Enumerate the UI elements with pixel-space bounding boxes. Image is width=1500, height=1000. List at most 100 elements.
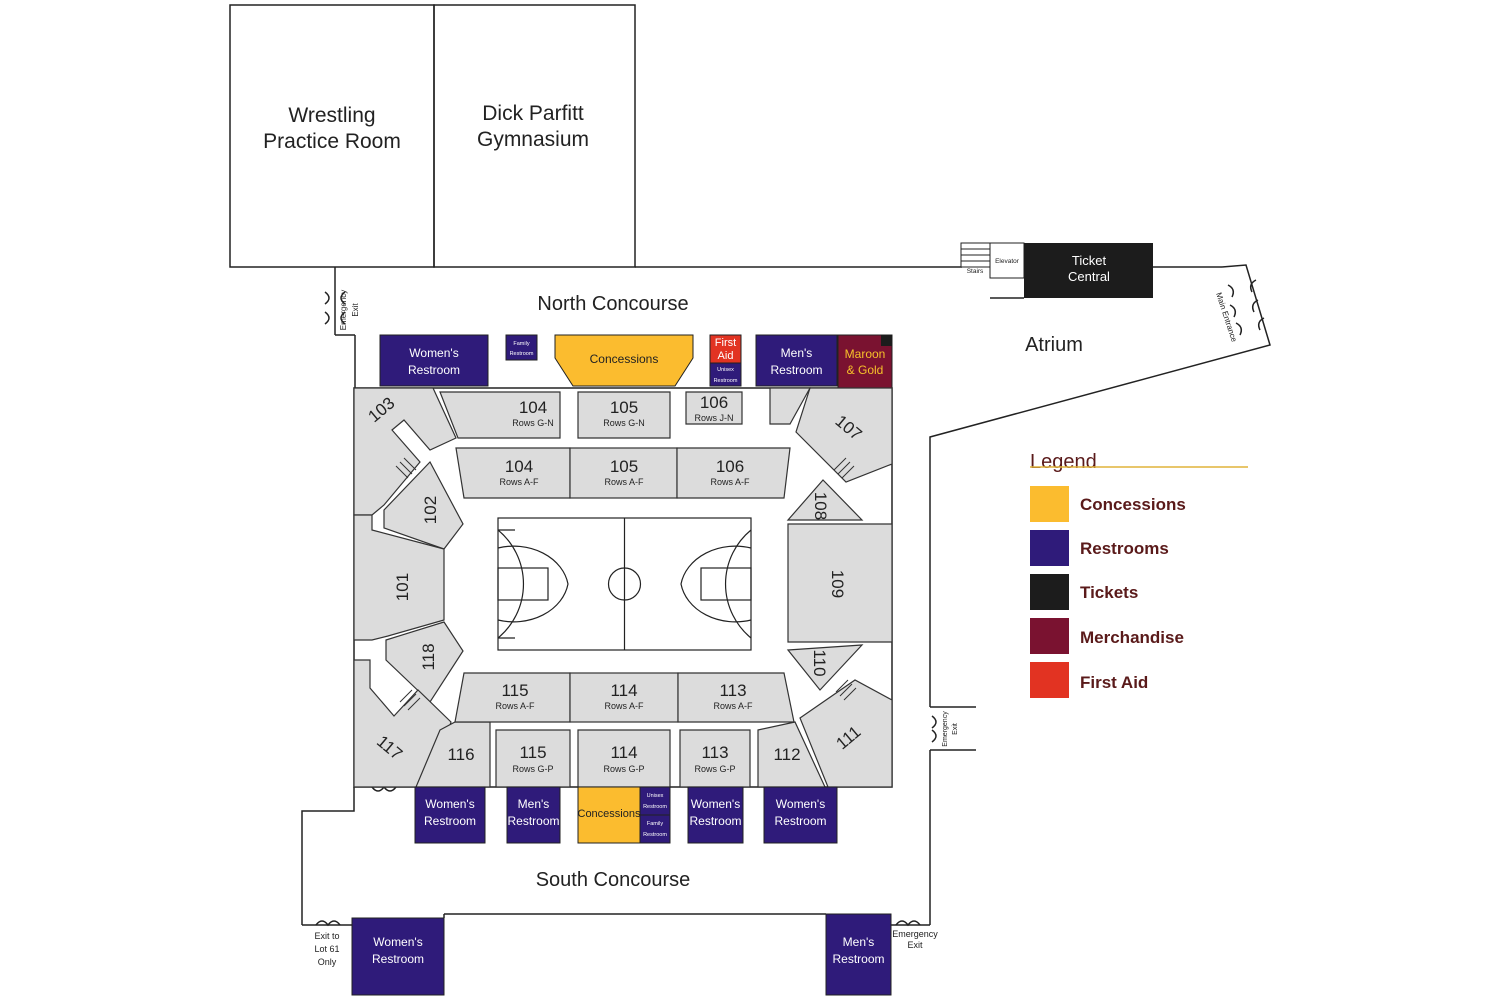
concessions-north [554, 334, 694, 387]
section-118-label: 118 [419, 643, 438, 670]
section-104-upper-label: 104 [519, 398, 547, 417]
section-109[interactable] [787, 523, 893, 643]
section-110[interactable] [786, 644, 864, 691]
mens-restroom-south [506, 786, 561, 844]
first-aid-label-1: First [715, 337, 736, 349]
section-113-lower-rows: Rows A-F [713, 701, 753, 711]
south-west-wall [301, 787, 355, 925]
maroon-gold-label-1: Maroon [845, 347, 886, 361]
section-116-label: 116 [447, 745, 474, 764]
first-aid [709, 334, 742, 364]
family-restroom-south-label-1: Family [647, 821, 663, 827]
section-104-upper[interactable] [439, 391, 561, 439]
main-entrance-door-icon [1227, 279, 1265, 336]
stairs-icon [833, 457, 855, 479]
gymnasium-label-2: Gymnasium [477, 128, 589, 151]
section-102[interactable] [383, 460, 464, 550]
gymnasium-label-1: Dick Parfitt [482, 102, 584, 125]
section-118[interactable] [385, 621, 464, 703]
emergency-exit-east-label-2: Exit [952, 723, 959, 735]
section-106-lower-label: 106 [716, 457, 744, 476]
section-115-upper[interactable] [495, 729, 571, 788]
womens-restroom-south-1-label-2: Restroom [424, 814, 476, 828]
section-114-lower[interactable] [569, 672, 679, 723]
concessions-south [577, 786, 641, 844]
section-101-label: 101 [393, 573, 412, 601]
section-105-upper-label: 105 [610, 398, 638, 417]
unisex-restroom-south-label-1: Unisex [647, 793, 664, 799]
seating-sections [353, 387, 893, 788]
section-115-lower-label: 115 [501, 681, 528, 700]
section-106-upper-rows: Rows J-N [694, 413, 733, 423]
exit-door-icon [315, 920, 341, 927]
section-105-lower-label: 105 [610, 457, 638, 476]
emergency-exit-east-label-1: Emergency [942, 711, 949, 747]
south-concourse-label: South Concourse [536, 869, 691, 891]
exit-door-icon [895, 920, 921, 927]
section-115-upper-label: 115 [519, 743, 546, 762]
section-105-lower-rows: Rows A-F [604, 477, 644, 487]
section-106-lower[interactable] [676, 447, 791, 499]
section-108[interactable] [786, 479, 864, 521]
legend-item-restrooms: Restrooms [1080, 539, 1169, 558]
legend-item-merchandise: Merchandise [1080, 628, 1184, 647]
emergency-exit-door-icon [324, 291, 346, 325]
mens-restroom-southeast-label-1: Men's [843, 935, 875, 949]
womens-restroom-north [379, 334, 489, 387]
stairs-label: Stairs [967, 268, 984, 275]
section-114-upper-label: 114 [610, 743, 637, 762]
legend-swatch-restrooms [1030, 530, 1069, 566]
emergency-exit-south-label-1: Emergency [892, 929, 938, 939]
section-105-lower[interactable] [569, 447, 678, 499]
wrestling-room-label-2: Practice Room [263, 130, 401, 153]
unisex-restroom-north-label-1: Unisex [717, 367, 734, 373]
section-116[interactable] [415, 721, 491, 788]
legend-swatch-tickets [1030, 574, 1069, 610]
emergency-exit-door-icon [931, 715, 937, 743]
atrium-label: Atrium [1025, 334, 1083, 356]
womens-restroom-southwest-label-1: Women's [373, 935, 422, 949]
section-117[interactable] [353, 659, 452, 788]
legend-title: Legend [1030, 451, 1097, 473]
gymnasium-outline [433, 4, 636, 268]
emergency-exit-south-label-2: Exit [907, 940, 923, 950]
maroon-gold-label-2: & Gold [847, 363, 884, 377]
womens-restroom-southwest [351, 917, 445, 996]
section-101[interactable] [353, 514, 445, 641]
section-113-upper-rows: Rows G-P [694, 764, 735, 774]
section-113-lower[interactable] [677, 672, 795, 723]
north-concourse-label: North Concourse [537, 293, 688, 315]
womens-restroom-south-1-label-1: Women's [425, 797, 474, 811]
womens-restroom-north-label-1: Women's [409, 346, 458, 360]
legend-swatch-first-aid [1030, 662, 1069, 698]
section-104-upper-rows: Rows G-N [512, 418, 554, 428]
section-102-label: 102 [421, 496, 440, 524]
section-111[interactable] [799, 679, 893, 788]
first-aid-label-2: Aid [718, 350, 734, 362]
section-112-label: 112 [773, 745, 800, 764]
section-106-upper[interactable] [685, 391, 743, 425]
legend-item-tickets: Tickets [1080, 583, 1138, 602]
section-115-upper-rows: Rows G-P [512, 764, 553, 774]
stairs-icon [399, 689, 421, 711]
stairs-elevator: Elevator Stairs [960, 242, 1025, 279]
womens-restroom-south-3-label-2: Restroom [774, 814, 826, 828]
stairs-icon [395, 457, 417, 479]
unisex-restroom-north [709, 362, 742, 387]
family-restroom-south-label-2: Restroom [643, 832, 667, 838]
mens-restroom-north [755, 334, 838, 387]
basketball-court [497, 517, 752, 651]
section-114-upper-rows: Rows G-P [603, 764, 644, 774]
section-109-label: 109 [828, 570, 847, 598]
section-113-upper[interactable] [679, 729, 751, 788]
family-restroom-north [505, 334, 538, 361]
unisex-restroom-south [639, 786, 671, 816]
section-105-upper[interactable] [577, 391, 671, 439]
section-107[interactable] [795, 387, 893, 483]
section-113-lower-label: 113 [719, 681, 746, 700]
exit-lot-label-3: Only [318, 957, 337, 967]
mens-restroom-southeast [825, 913, 892, 996]
section-108-label: 108 [811, 492, 830, 520]
womens-restroom-north-label-2: Restroom [408, 363, 460, 377]
